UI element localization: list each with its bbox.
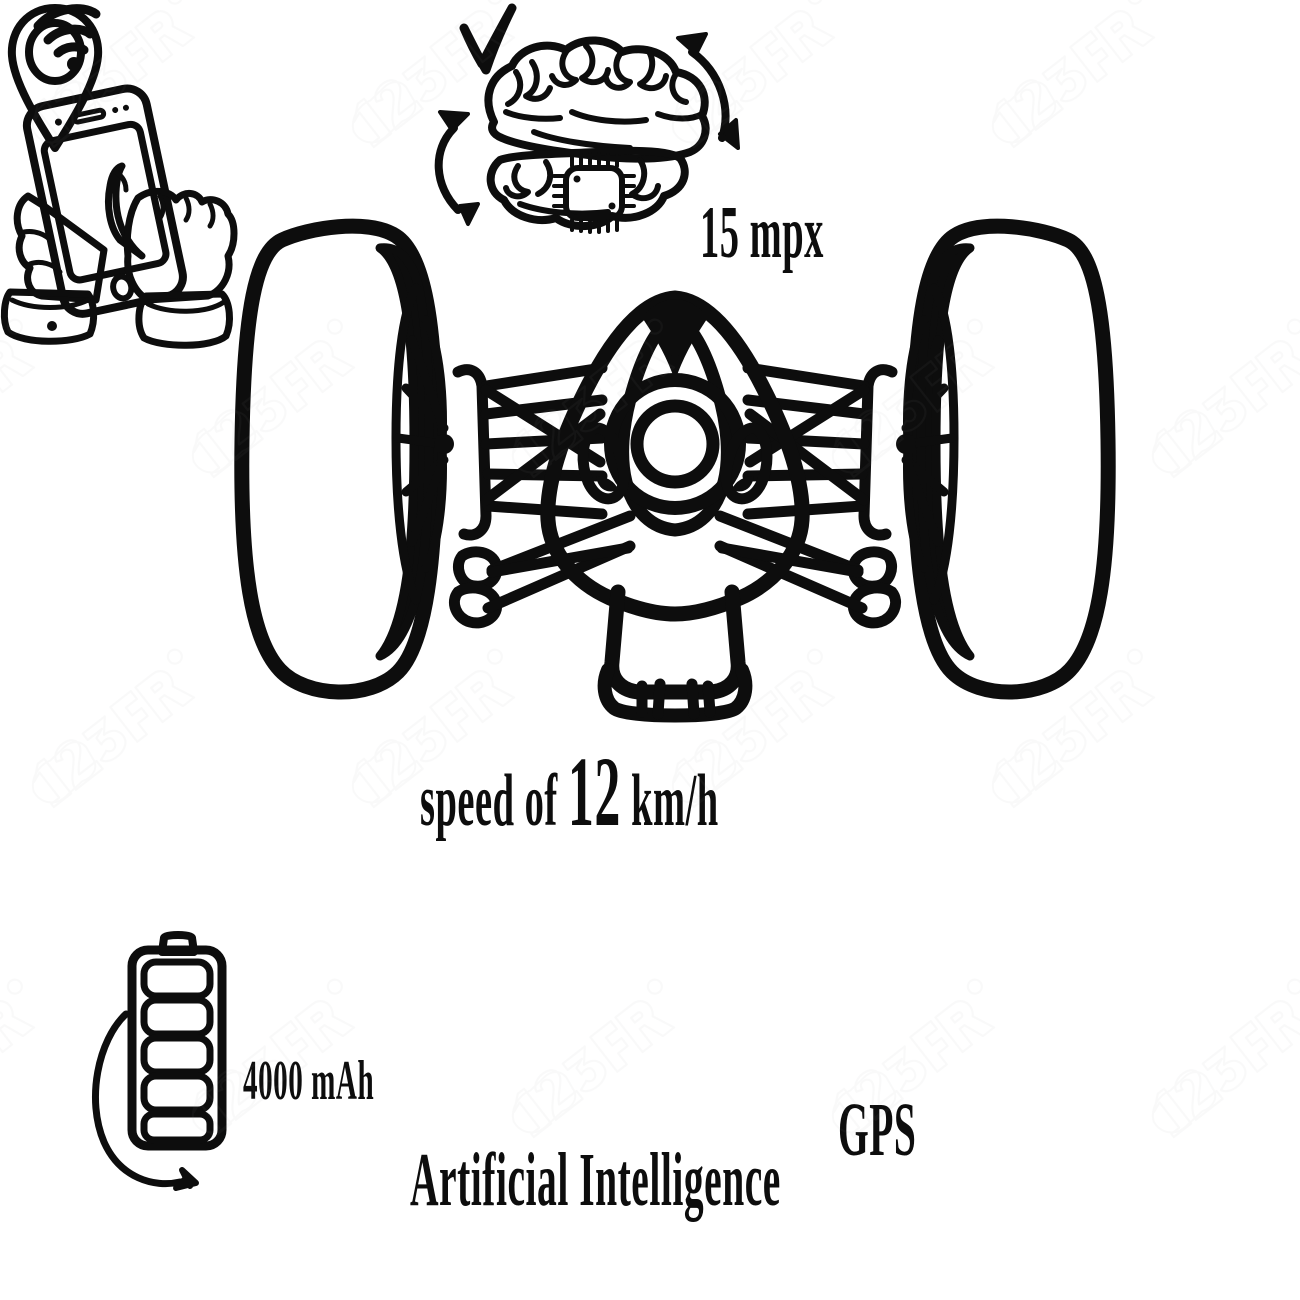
battery-cell — [140, 958, 214, 1000]
battery-capacity-text: 4000 mAh — [243, 1050, 375, 1112]
right-eye-vent — [720, 422, 773, 505]
pointing-finger — [104, 162, 146, 260]
phone-sensor-dot — [122, 104, 129, 111]
camera-lens-outer — [604, 373, 746, 515]
watermark-tile — [1108, 937, 1300, 1153]
right-wheel-hub — [901, 283, 959, 605]
camera-lens-inner — [630, 399, 720, 489]
watermark-tile — [948, 0, 1181, 163]
watermark-tile — [468, 937, 701, 1153]
ai-brain-illustration — [420, 0, 750, 245]
curved-arrow-left-icon — [434, 124, 462, 214]
watermark-tile — [948, 1267, 1181, 1300]
ai-label-text: Artificial Intelligence — [410, 1138, 781, 1222]
robot-body-shell — [540, 290, 810, 622]
watermark-tile — [0, 607, 222, 823]
camera-spec-text: 15 mpx — [700, 192, 824, 274]
arrow-head-up — [676, 32, 708, 56]
battery-cell — [140, 1110, 214, 1144]
ai-label: Artificial Intelligence — [410, 1142, 1123, 1218]
check-icon — [459, 3, 517, 75]
battery-shell — [127, 945, 227, 1151]
left-eye-vent-fill — [596, 476, 618, 492]
microchip-dot — [573, 175, 581, 183]
fingernail — [113, 169, 129, 193]
battery-arrow-head — [173, 1167, 199, 1191]
watermark-tile — [0, 937, 62, 1153]
right-hand-fist — [123, 188, 238, 304]
watermark-tile — [0, 1267, 222, 1300]
wifi-icon — [33, 4, 101, 71]
battery-cell — [140, 996, 214, 1038]
gps-label-text: GPS — [838, 1088, 917, 1172]
robot-top-notch — [639, 293, 711, 375]
left-eye-vent — [577, 422, 630, 505]
watermark-tile — [1108, 277, 1300, 493]
right-hub-center — [896, 434, 916, 454]
speed-label: speed of 12 km/h — [420, 742, 994, 842]
left-sleeve — [0, 288, 98, 345]
gps-label: GPS — [838, 1092, 989, 1168]
robot-base-plate — [597, 663, 753, 723]
left-tire-outer — [234, 218, 444, 700]
arrow-head-up-left — [438, 110, 470, 132]
speed-label-value: 12 — [567, 736, 621, 847]
microchip-dot — [608, 202, 616, 210]
watermark-tile — [1268, 1267, 1300, 1300]
camera-spec-label: 15 mpx — [700, 196, 938, 270]
arrow-head-down-left — [458, 202, 480, 226]
right-tire-outer — [906, 218, 1116, 700]
robot-illustration — [230, 200, 1120, 730]
watermark-tile — [308, 1267, 541, 1300]
remote-control-illustration — [0, 0, 240, 350]
speed-label-suffix: km/h — [631, 760, 719, 842]
brain-upper-lobe — [484, 36, 710, 163]
speed-label-prefix: speed of — [420, 760, 558, 842]
phone-sensor-dot — [112, 107, 119, 114]
map-pin-icon — [7, 4, 103, 152]
watermark-tile — [628, 1267, 861, 1300]
watermark-tile — [1268, 607, 1300, 823]
battery-cell — [140, 1072, 214, 1114]
left-cuff-button — [47, 321, 57, 331]
phone-camera-dot — [54, 118, 62, 126]
microchip-icon — [563, 165, 625, 221]
battery-illustration — [70, 930, 285, 1191]
right-sleeve — [135, 290, 233, 349]
brain-folds-upper — [503, 43, 705, 151]
battery-capacity-label: 4000 mAh — [243, 1053, 495, 1109]
left-hub-center — [434, 434, 454, 454]
watermark-tile — [1268, 0, 1300, 163]
left-hand — [0, 192, 108, 345]
battery-cell — [140, 1034, 214, 1076]
battery-charge-arrow — [91, 1010, 184, 1188]
left-wheel-hub — [391, 283, 449, 605]
arrow-head-down — [718, 118, 740, 150]
phone-shell — [22, 84, 187, 318]
robot-base-segments — [636, 678, 716, 720]
phone-speaker — [71, 107, 107, 125]
right-eye-vent-fill — [732, 476, 754, 492]
brain-lower-lobe — [486, 146, 689, 231]
right-hand — [104, 162, 238, 349]
microchip-pins — [552, 152, 636, 234]
